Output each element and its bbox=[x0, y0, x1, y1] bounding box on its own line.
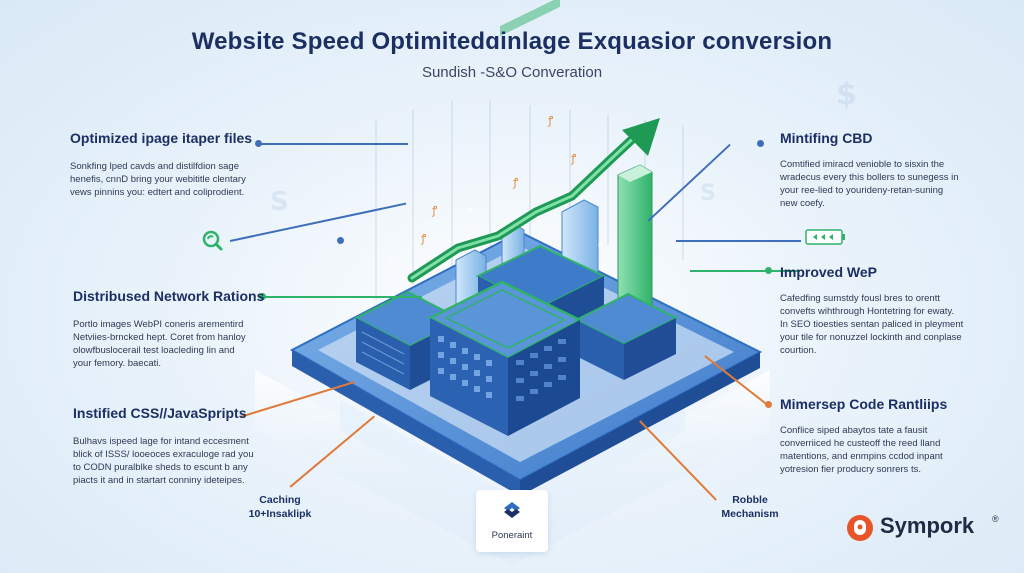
brand-registered-mark: ® bbox=[992, 514, 999, 524]
panel-heading: Optimized ipage itaper files bbox=[70, 130, 253, 146]
refresh-magnify-icon bbox=[200, 228, 224, 252]
page-subtitle: Sundish -S&O Converation bbox=[421, 64, 603, 81]
battery-icon bbox=[805, 228, 847, 246]
panel-heading: Distribused Network Rations bbox=[73, 288, 265, 304]
panel-body: Conflice siped abaytos tate a fausit con… bbox=[780, 425, 943, 475]
panel-improved-wep: Improved WeP Cafedfing sumstdy fousl bre… bbox=[780, 264, 1005, 357]
brand-logo: Sympork ® bbox=[846, 512, 1006, 544]
panel-code-rantliips: Mimersep Code Rantliips Conflice siped a… bbox=[780, 396, 1000, 476]
svg-text:ꝭ: ꝭ bbox=[431, 204, 438, 217]
caching-label: Caching 10+Insaklipk bbox=[248, 494, 312, 520]
svg-text:$: $ bbox=[836, 77, 857, 112]
panel-css-javascripts: Instified CSS//JavaSpripts Bulhavs ispee… bbox=[73, 405, 273, 487]
svg-text:S: S bbox=[270, 187, 289, 217]
panel-body: Portlo images WebPI coneris arementird N… bbox=[73, 319, 246, 369]
poneraint-logo-icon bbox=[500, 498, 524, 522]
panel-body: Bulhavs ispeed lage for intand eccesment… bbox=[73, 436, 254, 486]
panel-heading: Mintifing CBD bbox=[780, 130, 873, 146]
panel-heading: Mimersep Code Rantliips bbox=[780, 396, 948, 412]
svg-text:ꝭ: ꝭ bbox=[547, 114, 554, 127]
panel-heading: Instified CSS//JavaSpripts bbox=[73, 405, 247, 421]
svg-text:ꝭ: ꝭ bbox=[420, 232, 427, 245]
center-logo-label: Poneraint bbox=[491, 530, 533, 541]
page-title: Website Speed Optimitedɑinlage Exquasior… bbox=[191, 28, 833, 55]
center-logo-card: Poneraint bbox=[476, 490, 548, 552]
panel-distributed-network: Distribused Network Rations Portlo image… bbox=[73, 288, 273, 370]
panel-body: Sonkfing lped cavds and distilfdion sage… bbox=[70, 161, 246, 198]
panel-minifying-cbd: Mintifing CBD Comtified imiracd venioble… bbox=[780, 130, 1000, 210]
brand-name: Sympork bbox=[880, 513, 975, 538]
robble-mechanism-label: Robble Mechanism bbox=[721, 494, 779, 520]
panel-heading: Improved WeP bbox=[780, 264, 877, 280]
svg-text:ꝭ: ꝭ bbox=[512, 176, 519, 189]
svg-text:ꝭ: ꝭ bbox=[570, 152, 577, 165]
panel-body: Cafedfing sumstdy fousl bres to orentt c… bbox=[780, 293, 964, 356]
panel-body: Comtified imiracd venioble to sisxin the… bbox=[780, 159, 959, 209]
panel-optimized-images: Optimized ipage itaper files Sonkfing lp… bbox=[70, 130, 270, 199]
svg-text:S: S bbox=[700, 181, 716, 206]
sympork-logo-icon bbox=[846, 514, 874, 542]
